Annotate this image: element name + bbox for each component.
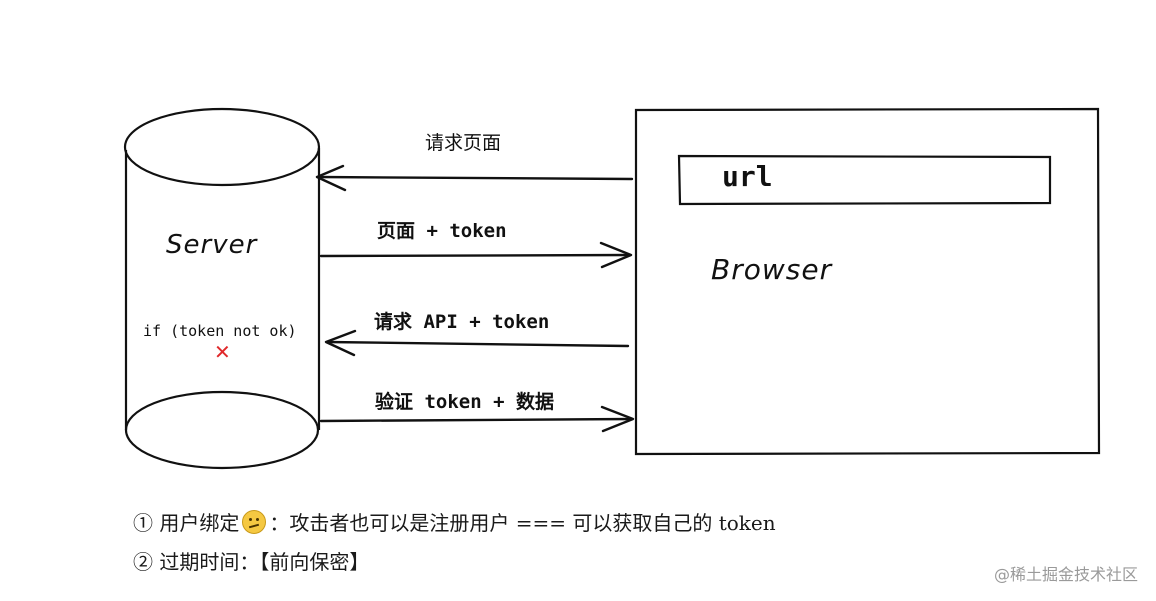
server-cylinder bbox=[123, 107, 321, 470]
arrow-verify-token bbox=[319, 405, 635, 433]
note-1-before: 用户绑定 bbox=[159, 511, 240, 535]
arrow-verify-token-shaft bbox=[319, 417, 634, 423]
fail-x-icon: ✕ bbox=[214, 340, 231, 364]
watermark-text: @稀土掘金技术社区 bbox=[993, 565, 1138, 584]
browser-frame bbox=[634, 107, 1101, 456]
browser-window bbox=[634, 107, 1101, 456]
arrows bbox=[315, 164, 635, 433]
server-cylinder-bottom bbox=[124, 390, 320, 470]
browser-label: Browser bbox=[711, 253, 833, 286]
note-2-text: 过期时间：【前向保密】 bbox=[159, 550, 370, 574]
arrow-request-page-shaft bbox=[316, 175, 634, 181]
arrow-page-token bbox=[319, 241, 633, 269]
server-condition-label: if (token not ok) bbox=[143, 322, 297, 340]
note-1: ① 用户绑定 ：攻击者也可以是注册用户 === 可以获取自己的 token bbox=[133, 507, 776, 536]
arrow-page-token-head bbox=[599, 241, 633, 269]
note-2-marker: ② bbox=[133, 550, 153, 574]
note-1-after: ：攻击者也可以是注册用户 === 可以获取自己的 token bbox=[269, 511, 776, 535]
arrow-request-page-head bbox=[315, 164, 347, 192]
arrow-request-api-shaft bbox=[325, 340, 630, 348]
server-cylinder-top bbox=[123, 107, 321, 187]
arrow-verify-token-head bbox=[600, 405, 635, 433]
arrow-label-page-token: 页面 + token bbox=[377, 220, 507, 242]
note-1-marker: ① bbox=[133, 511, 153, 535]
url-bar-frame bbox=[677, 154, 1052, 206]
arrow-label-request-api: 请求 API + token bbox=[374, 311, 550, 333]
arrow-label-request-page: 请求页面 bbox=[425, 132, 502, 154]
arrow-label-verify-token: 验证 token + 数据 bbox=[375, 391, 554, 413]
arrow-request-api-head bbox=[324, 329, 357, 357]
thinking-face-emoji-icon bbox=[242, 510, 267, 534]
url-bar-label: url bbox=[722, 160, 773, 193]
server-label: Server bbox=[166, 230, 258, 260]
arrow-request-page bbox=[315, 164, 634, 192]
arrow-page-token-shaft bbox=[319, 253, 632, 258]
note-2: ② 过期时间：【前向保密】 bbox=[133, 546, 369, 575]
arrow-request-api bbox=[324, 329, 630, 357]
